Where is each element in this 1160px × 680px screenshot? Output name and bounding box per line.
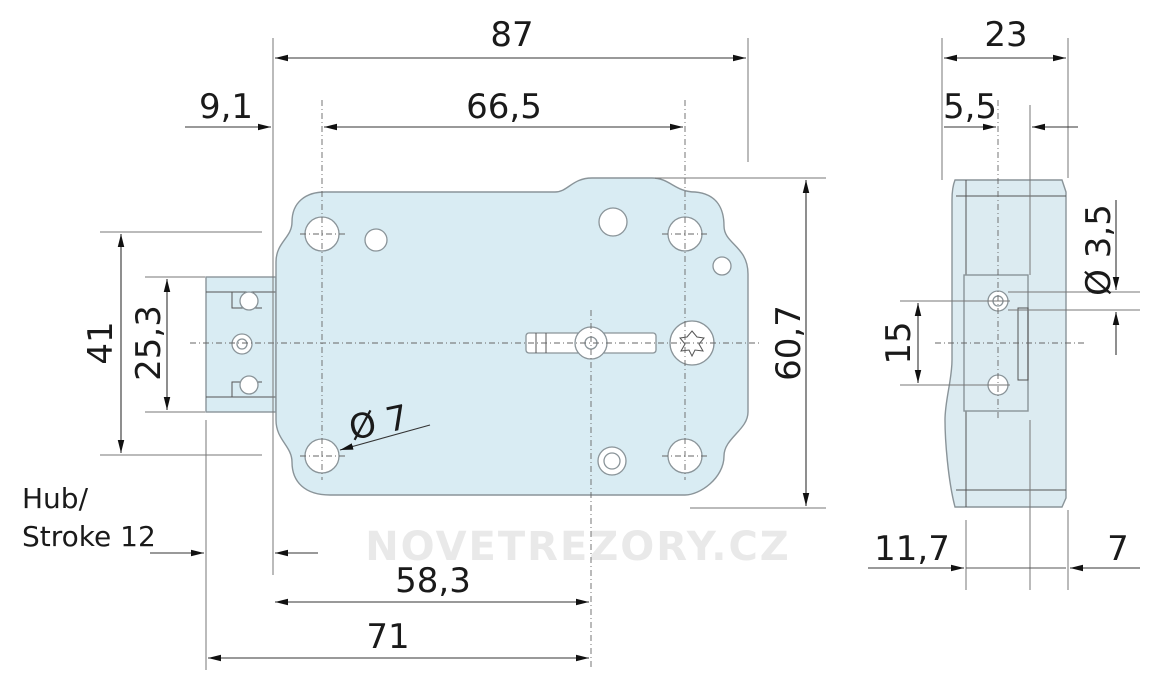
dim-height-25-3: 25,3 xyxy=(129,305,169,381)
stroke-note-line1: Hub/ xyxy=(22,482,89,515)
dim-overall-width: 87 xyxy=(490,15,533,55)
front-view xyxy=(190,100,760,670)
dim-side-depth: 23 xyxy=(984,15,1027,55)
dim-hole-spacing: 66,5 xyxy=(466,87,542,127)
dim-side-7: 7 xyxy=(1107,529,1129,569)
dim-bolt-58-3: 58,3 xyxy=(395,561,471,601)
stroke-note-line2: Stroke 12 xyxy=(22,520,156,553)
watermark: NOVETREZORY.CZ xyxy=(365,524,791,570)
dim-side-diameter: Ø 3,5 xyxy=(1079,204,1119,296)
dim-side-5-5: 5,5 xyxy=(943,87,997,127)
dim-height-60-7: 60,7 xyxy=(769,305,809,381)
dim-side-11-7: 11,7 xyxy=(874,529,950,569)
dim-left-offset: 9,1 xyxy=(199,87,253,127)
lock-body xyxy=(275,177,749,496)
dim-side-15: 15 xyxy=(879,321,919,364)
dim-height-41: 41 xyxy=(81,321,121,364)
side-view xyxy=(935,100,1085,508)
dim-bolt-71: 71 xyxy=(366,617,409,657)
